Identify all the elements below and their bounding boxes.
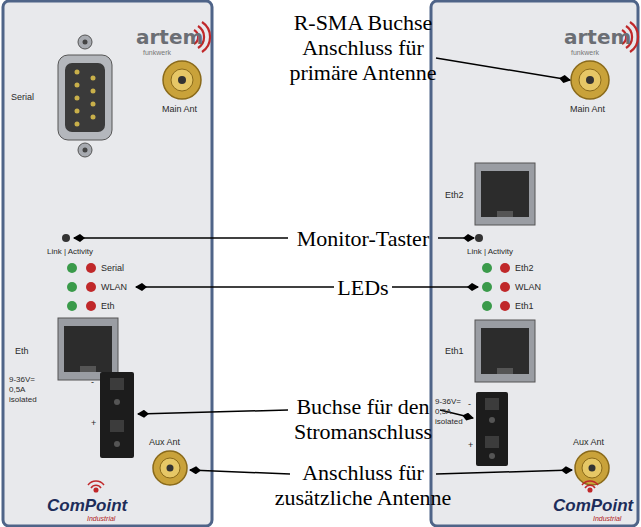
port-label: Serial	[11, 93, 34, 102]
led-label: WLAN	[515, 283, 541, 292]
antenna-socket	[153, 61, 609, 485]
callout-label: R-SMA Buchse Anschluss für primäre Anten…	[273, 10, 453, 85]
brand-subtitle: funkwerk	[143, 49, 171, 56]
led-label: WLAN	[101, 283, 127, 292]
led-label: Serial	[101, 264, 124, 273]
device-panel	[3, 1, 212, 526]
led-label: Eth2	[515, 264, 534, 273]
product-name: ComPoint	[553, 497, 633, 514]
product-subtitle: Industrial	[593, 515, 621, 522]
port-label: Aux Ant	[573, 438, 604, 447]
monitor-button	[62, 234, 70, 242]
power-rating: 9-36V= 0,5A isolated	[9, 375, 41, 405]
monitor-button	[475, 234, 483, 242]
polarity-sign: +	[91, 419, 96, 428]
port-label: Eth2	[445, 191, 464, 200]
leader-lines	[74, 58, 572, 474]
led-header: Link | Activity	[47, 248, 93, 256]
port-label: Aux Ant	[149, 438, 180, 447]
callout-label: Buchse für den Stromanschluss	[273, 394, 453, 444]
port-label: Eth1	[445, 347, 464, 356]
ethernet-jack	[58, 163, 535, 382]
product-subtitle: Industrial	[87, 515, 115, 522]
callout-label: Anschluss für zusätzliche Antenne	[256, 460, 471, 510]
port-label: Main Ant	[162, 105, 197, 114]
led-header: Link | Activity	[467, 248, 513, 256]
port-label: Main Ant	[570, 105, 605, 114]
power-rating: 9-36V= 0,5A isolated	[435, 397, 467, 427]
brand-logo: artem	[136, 27, 203, 47]
callout-label: Monitor-Taster	[297, 226, 429, 251]
serial-connector	[58, 35, 112, 157]
polarity-sign: -	[468, 400, 471, 409]
callout-label: LEDs	[337, 275, 388, 300]
device-panel: artemfunkwerkMain AntEth2Link | Activity…	[431, 1, 638, 526]
device-panel	[431, 1, 638, 526]
product-name: ComPoint	[47, 497, 127, 514]
device-panel: artemfunkwerkSerialMain AntLink | Activi…	[3, 1, 212, 526]
power-connector	[100, 372, 508, 466]
polarity-sign: +	[468, 441, 473, 450]
polarity-sign: -	[91, 378, 94, 387]
led-label: Eth	[101, 302, 115, 311]
led-label: Eth1	[515, 302, 534, 311]
brand-subtitle: funkwerk	[571, 49, 599, 56]
brand-logo: artem	[564, 27, 631, 47]
status-leds	[67, 263, 510, 311]
port-label: Eth	[15, 347, 29, 356]
